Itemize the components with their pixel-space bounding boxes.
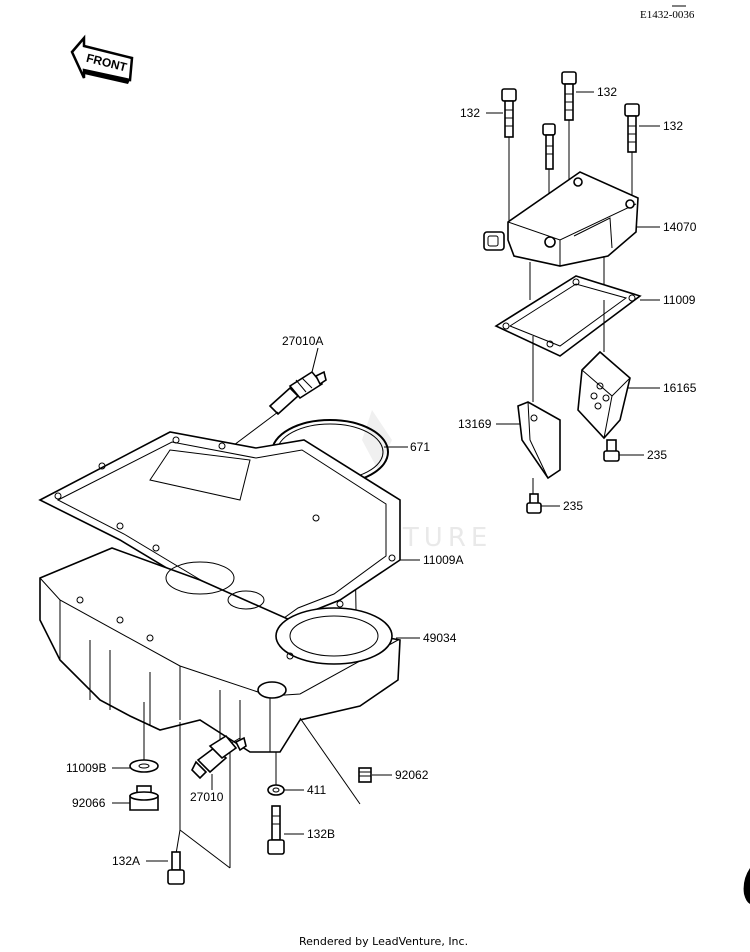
bolt-235-right-icon [603, 439, 620, 462]
bolt-132-top-icon [561, 71, 577, 121]
callout-132b: 132B [307, 827, 335, 841]
front-arrow-icon: FRONT [70, 34, 134, 84]
baffle-plate-icon [577, 350, 631, 440]
breather-cover-icon [483, 171, 639, 267]
callout-132-left: 132 [460, 106, 480, 120]
callout-411: 411 [307, 783, 326, 797]
callout-235-lower: 235 [563, 499, 583, 513]
page-edge-mark [743, 868, 750, 904]
oil-temp-sensor-icon [268, 370, 327, 416]
callout-132-right: 132 [663, 119, 683, 133]
leader-lines [112, 91, 660, 862]
diagram-code: E1432-0036 [640, 9, 695, 21]
callout-235-right: 235 [647, 448, 667, 462]
callout-92062: 92062 [395, 768, 429, 782]
bolt-132-right-icon [624, 103, 640, 153]
callout-671: 671 [410, 440, 430, 454]
callout-11009b: 11009B [66, 761, 106, 775]
bolt-132-left-icon [501, 88, 517, 138]
callout-11009a: 11009A [423, 553, 463, 567]
callout-27010a: 27010A [282, 334, 323, 348]
breather-gasket-icon [494, 275, 642, 357]
bolt-235-lower-icon [526, 493, 542, 514]
plug-92062-icon [358, 767, 372, 783]
oil-pan-icon [39, 547, 401, 753]
callout-16165: 16165 [663, 381, 697, 395]
bolt-132b-icon [267, 805, 285, 855]
washer-411-icon [267, 784, 285, 796]
oil-pressure-switch-icon [191, 734, 247, 780]
callout-11009: 11009 [663, 293, 696, 307]
bolt-132a-icon [167, 851, 185, 885]
callout-14070: 14070 [663, 220, 697, 234]
drain-plug-icon [129, 785, 159, 811]
callout-92066: 92066 [72, 796, 106, 810]
footer-credit: Rendered by LeadVenture, Inc. [299, 935, 468, 948]
callout-27010: 27010 [190, 790, 224, 804]
bolt-132-center-icon [542, 123, 556, 170]
callout-49034: 49034 [423, 631, 457, 645]
bracket-icon [517, 401, 561, 480]
washer-11009b-icon [129, 759, 159, 773]
callout-132a: 132A [112, 854, 140, 868]
callout-13169: 13169 [458, 417, 492, 431]
callout-132-top: 132 [597, 85, 617, 99]
